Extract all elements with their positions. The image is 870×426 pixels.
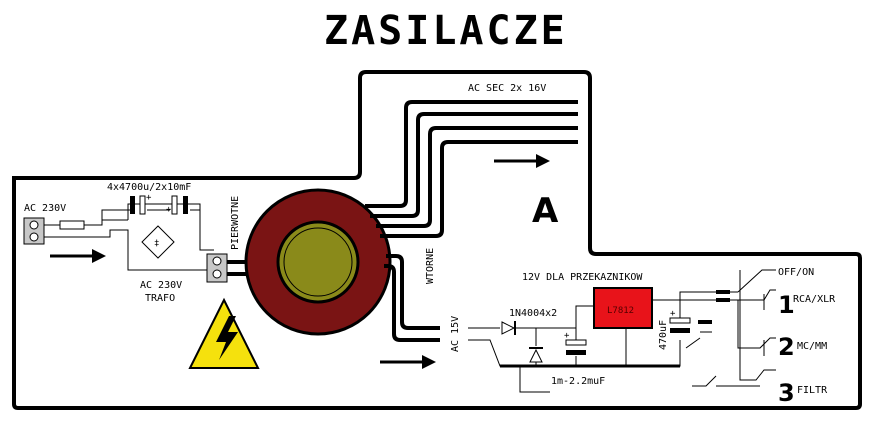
svg-text:‡: ‡ (154, 239, 159, 249)
diode-shunt (529, 347, 543, 363)
enclosure-outline (12, 70, 862, 410)
capacitor-bank: + + (130, 193, 188, 215)
diode-series (501, 321, 516, 335)
capacitor-470uf: + (669, 309, 691, 333)
ac-input-connector (23, 217, 45, 245)
trafo-connector (206, 253, 246, 283)
secondary-winding-label: AC SEC 2x 16V (468, 83, 546, 94)
toroidal-transformer (244, 188, 392, 336)
output-1-number: 1 (778, 291, 795, 319)
flow-arrow-left (50, 249, 106, 263)
primary-label: PIERWOTNE (230, 196, 241, 250)
voltage-regulator: L7812 (593, 287, 653, 329)
high-voltage-warning-icon (188, 297, 260, 369)
svg-text:+: + (564, 331, 570, 341)
svg-text:+: + (166, 205, 172, 215)
secondary-label: WTORNE (425, 248, 436, 284)
capacitor-1m: + (564, 331, 587, 355)
bridge-rectifier: ‡ (141, 225, 175, 259)
relay-supply-label: 12V DLA PRZEKAZNIKOW (522, 272, 643, 283)
output-1-label: RCA/XLR (793, 294, 836, 305)
output-3-number: 3 (778, 379, 795, 407)
page-title: ZASILACZE (324, 8, 568, 54)
regulator-label: L7812 (607, 306, 634, 316)
trafo-label-1: AC 230V (140, 280, 182, 291)
relay-contacts (685, 269, 776, 387)
capacitor-label: 4x4700u/2x10mF (107, 182, 191, 193)
ac-out-label: AC 15V (450, 316, 461, 352)
capacitor-1m-label: 1m-2.2muF (551, 376, 605, 387)
off-on-label: OFF/ON (778, 267, 814, 278)
ac-input-label: AC 230V (24, 203, 66, 214)
output-2-label: MC/MM (797, 341, 827, 352)
output-3-label: FILTR (797, 385, 828, 396)
diodes-label: 1N4004x2 (509, 308, 557, 319)
secondary-wires (365, 100, 578, 342)
mains-wiring (44, 203, 214, 271)
trafo-label-2: TRAFO (145, 293, 175, 304)
flow-arrow-bottom (380, 355, 436, 369)
output-2-number: 2 (778, 333, 795, 361)
capacitor-470-label: 470uF (658, 320, 669, 350)
svg-text:+: + (670, 309, 676, 319)
svg-text:+: + (146, 193, 152, 203)
flow-arrow-right (494, 154, 550, 168)
section-letter: A (532, 191, 559, 231)
relay-contact-bars (698, 290, 730, 324)
